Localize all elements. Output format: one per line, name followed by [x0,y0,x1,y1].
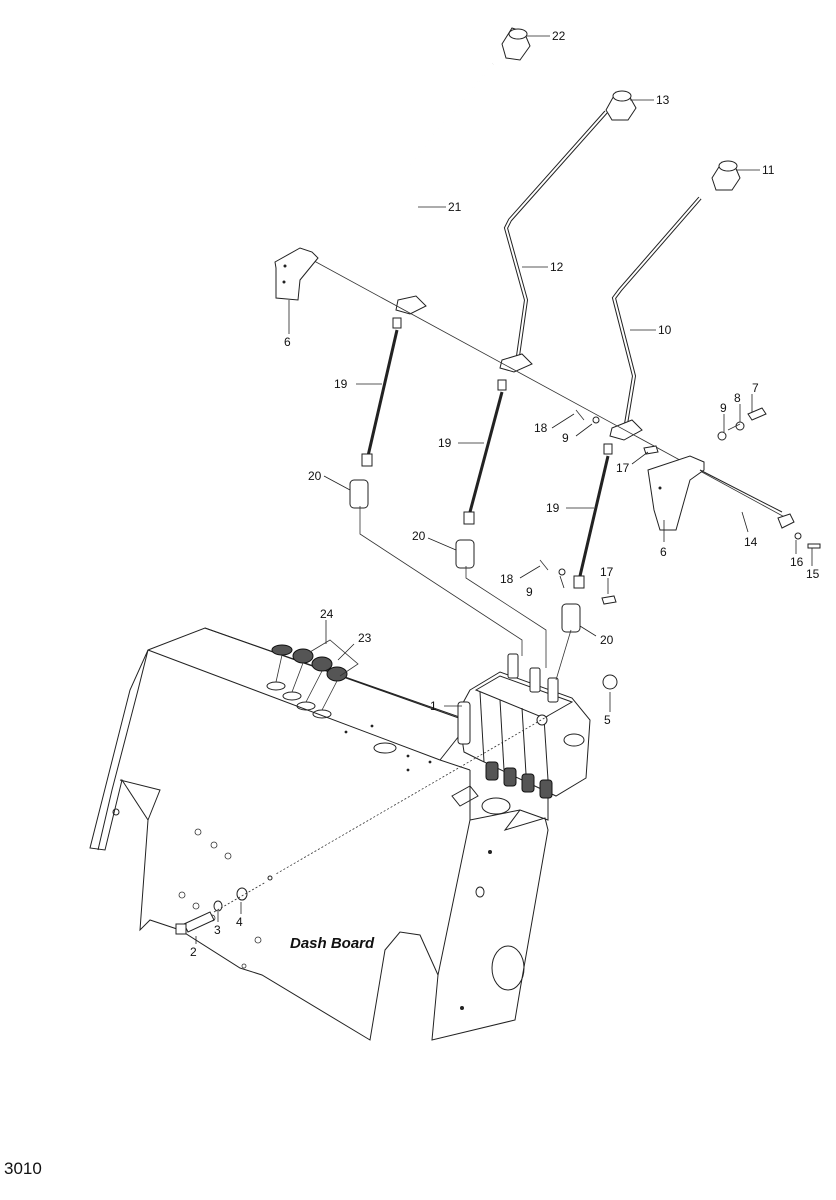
callout-16: 16 [790,555,804,569]
callout-2: 2 [190,945,197,959]
callout-11: 11 [762,163,775,177]
callout-17-lower: 17 [600,565,614,579]
callout-6-right: 6 [660,545,667,559]
callout-20-middle: 20 [412,529,426,543]
callout-4: 4 [236,915,243,929]
callout-3: 3 [214,923,221,937]
callout-18-lower: 18 [500,572,514,586]
callout-19-right: 19 [546,501,560,515]
callout-15: 15 [806,567,820,581]
page-number: 3010 [4,1159,42,1178]
callouts: 22 13 11 21 12 10 6 19 19 19 20 20 20 6 … [190,29,820,959]
dash-board [89,627,549,1041]
callout-23: 23 [358,631,372,645]
control-valve [457,653,591,799]
callout-9-upper: 9 [562,431,569,445]
callout-19-middle: 19 [438,436,452,450]
callout-13: 13 [656,93,670,107]
callout-10: 10 [658,323,672,337]
cross-shaft [274,247,795,531]
hardware [539,407,821,605]
diagram-title: Dash Board [290,935,375,952]
callout-14: 14 [744,535,758,549]
leader-lines [195,35,813,944]
callout-7: 7 [752,381,759,395]
callout-21: 21 [448,200,462,214]
linkages [267,317,618,881]
callout-9-right: 9 [720,401,727,415]
callout-24: 24 [320,607,334,621]
callout-20-left: 20 [308,469,322,483]
callout-17-upper: 17 [616,461,630,475]
callout-20-right: 20 [600,633,614,647]
callout-18-upper: 18 [534,421,548,435]
callout-8: 8 [734,391,741,405]
callout-5: 5 [604,713,611,727]
grommets [266,639,359,719]
lever-10 [609,160,741,441]
callout-12: 12 [550,260,564,274]
callout-22: 22 [552,29,566,43]
mounting-holes [178,828,262,969]
bolt-assembly [175,881,267,935]
callout-6-left: 6 [284,335,291,349]
lever-12 [499,90,637,373]
lever-21 [395,27,531,315]
callout-1: 1 [430,699,437,713]
callout-19-left: 19 [334,377,348,391]
callout-9-lower: 9 [526,585,533,599]
